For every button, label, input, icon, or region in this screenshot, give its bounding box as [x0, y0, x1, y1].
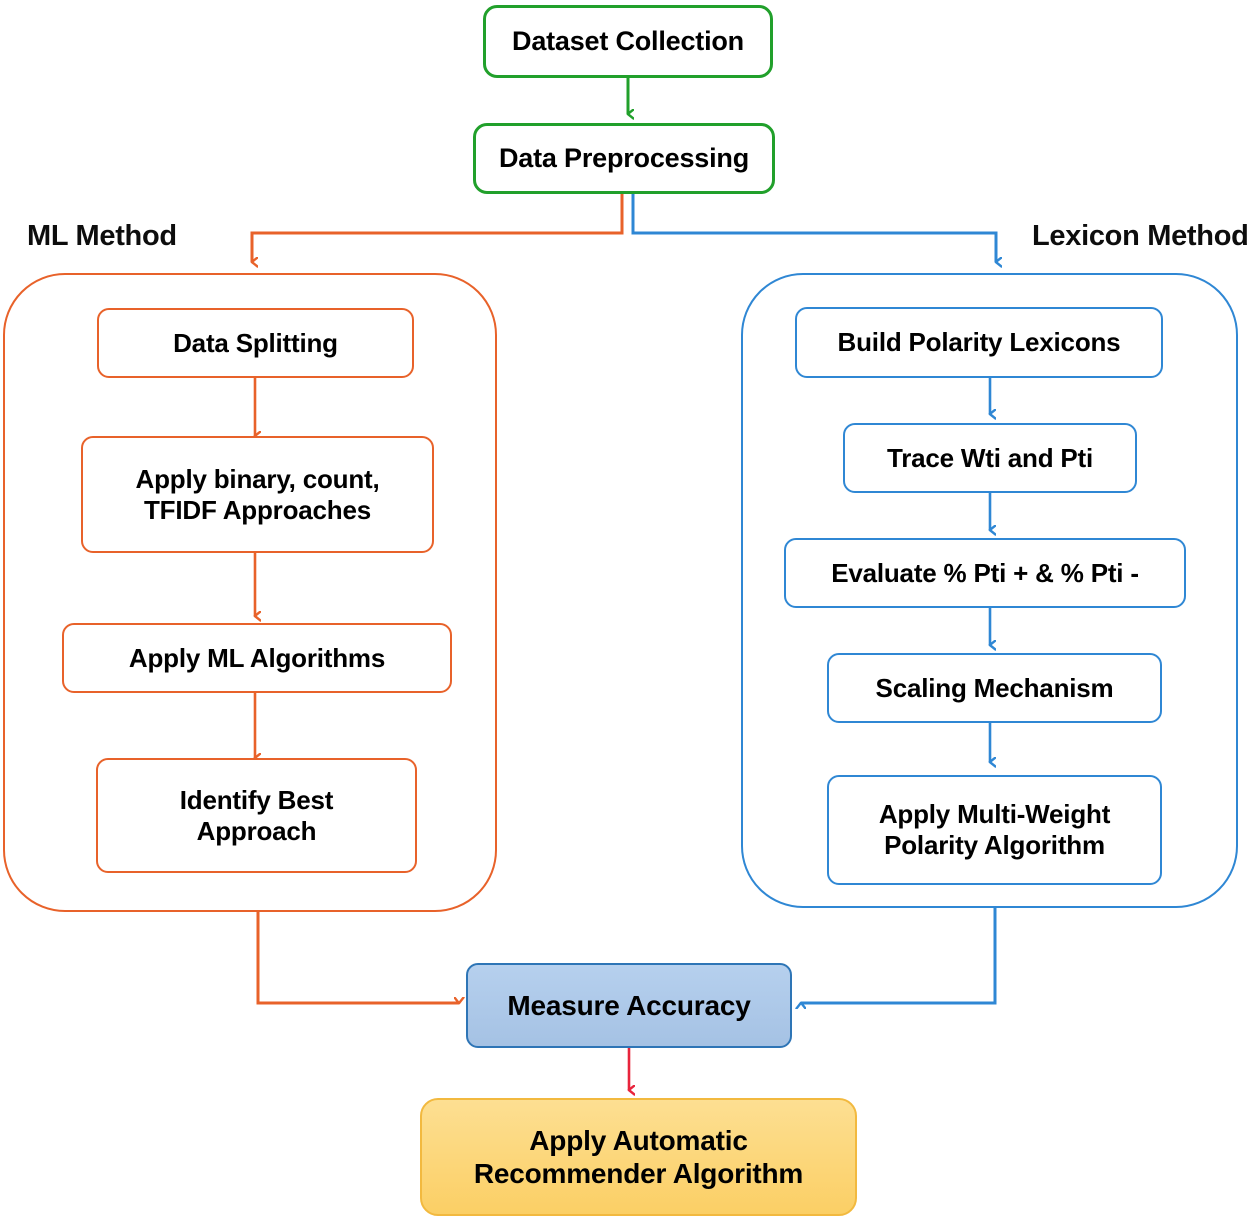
node-lex-apply-multi-weight[interactable]: Apply Multi-Weight Polarity Algorithm — [827, 775, 1162, 885]
node-ml-identify-best-approach[interactable]: Identify Best Approach — [96, 758, 417, 873]
node-dataset-collection[interactable]: Dataset Collection — [483, 5, 773, 78]
node-ml-data-splitting[interactable]: Data Splitting — [97, 308, 414, 378]
node-ml-identify-best-approach-line2: Approach — [196, 815, 317, 846]
node-lex-apply-multi-weight-line2: Polarity Algorithm — [884, 830, 1105, 860]
wire-lexicon-to-accuracy — [801, 908, 997, 1003]
branch-label-ml-method: ML Method — [27, 220, 177, 252]
container-lexicon-method — [741, 273, 1238, 908]
node-ml-apply-approaches-text: Apply binary, count, TFIDF Approaches — [136, 464, 380, 525]
node-ml-apply-approaches-line1: Apply binary, count, — [135, 463, 380, 494]
node-lex-scaling-mechanism-label: Scaling Mechanism — [875, 672, 1114, 703]
node-ml-data-splitting-label: Data Splitting — [173, 327, 338, 358]
node-apply-recommender[interactable]: Apply Automatic Recommender Algorithm — [420, 1098, 857, 1216]
node-apply-recommender-line1: Apply Automatic — [529, 1124, 748, 1156]
node-apply-recommender-line2: Recommender Algorithm — [473, 1158, 804, 1189]
node-dataset-collection-label: Dataset Collection — [512, 25, 744, 56]
node-lex-build-polarity-lexicons-label: Build Polarity Lexicons — [837, 327, 1121, 358]
node-lex-evaluate-pti-label: Evaluate % Pti + & % Pti - — [831, 557, 1139, 588]
node-lex-trace-wti-pti-label: Trace Wti and Pti — [886, 442, 1094, 473]
wire-preprocessing-to-lexicon — [631, 193, 996, 262]
node-ml-apply-algorithms-label: Apply ML Algorithms — [128, 642, 386, 673]
node-data-preprocessing[interactable]: Data Preprocessing — [473, 123, 775, 194]
node-ml-apply-approaches-line2: TFIDF Approaches — [144, 494, 371, 525]
node-lex-apply-multi-weight-text: Apply Multi-Weight Polarity Algorithm — [878, 799, 1111, 860]
node-lex-build-polarity-lexicons[interactable]: Build Polarity Lexicons — [795, 307, 1163, 378]
wire-preprocessing-to-ml — [250, 193, 624, 262]
node-ml-identify-best-approach-text: Identify Best Approach — [179, 784, 334, 846]
node-lex-scaling-mechanism[interactable]: Scaling Mechanism — [827, 653, 1162, 723]
node-data-preprocessing-label: Data Preprocessing — [499, 142, 749, 173]
node-ml-apply-approaches[interactable]: Apply binary, count, TFIDF Approaches — [81, 436, 434, 553]
node-lex-trace-wti-pti[interactable]: Trace Wti and Pti — [843, 423, 1137, 493]
node-lex-apply-multi-weight-line1: Apply Multi-Weight — [878, 799, 1111, 830]
branch-label-lexicon-method: Lexicon Method — [1032, 220, 1249, 252]
node-measure-accuracy[interactable]: Measure Accuracy — [466, 963, 792, 1048]
wire-ml-to-accuracy — [256, 912, 459, 1005]
node-apply-recommender-text: Apply Automatic Recommender Algorithm — [474, 1124, 803, 1190]
node-lex-evaluate-pti[interactable]: Evaluate % Pti + & % Pti - — [784, 538, 1186, 608]
node-ml-identify-best-approach-line1: Identify Best — [179, 784, 334, 815]
node-ml-apply-algorithms[interactable]: Apply ML Algorithms — [62, 623, 452, 693]
container-ml-method — [3, 273, 497, 912]
node-measure-accuracy-label: Measure Accuracy — [507, 989, 751, 1021]
